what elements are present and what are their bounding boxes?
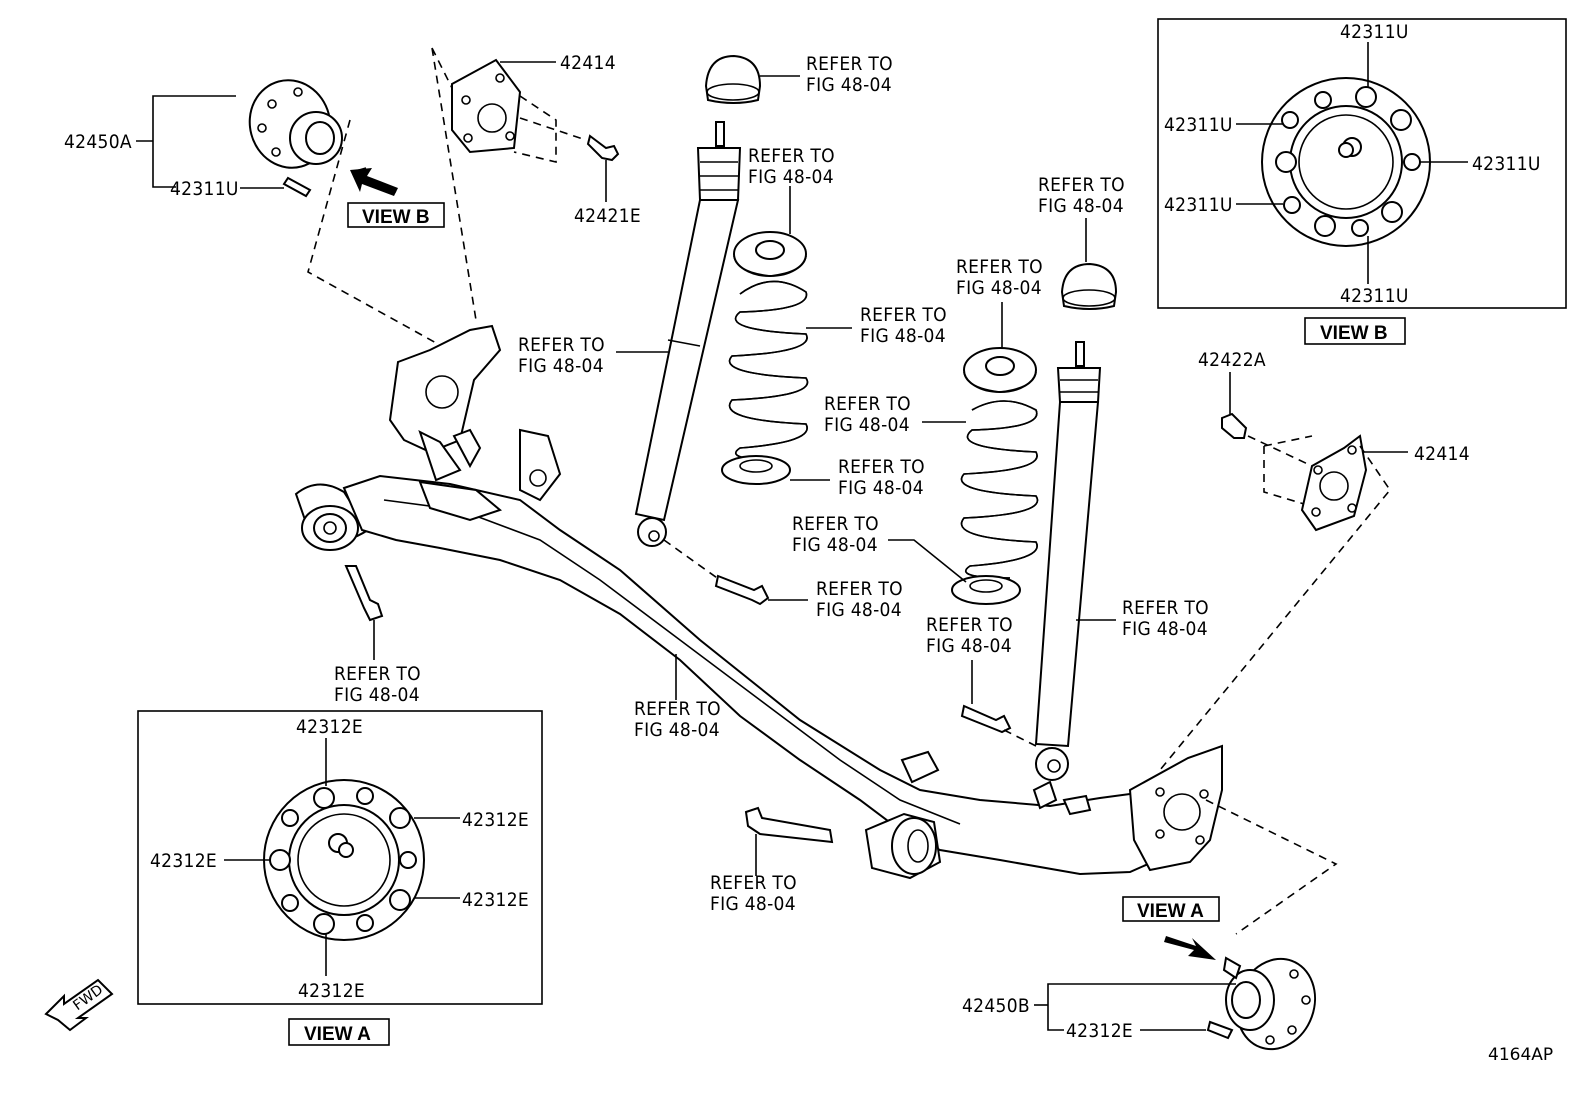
refer-label-shock-left-1: REFER TO xyxy=(518,334,605,356)
coil-spring-right xyxy=(960,400,1039,579)
refer-label-shock-right-1: REFER TO xyxy=(1122,597,1209,619)
view-b-frame xyxy=(1157,18,1567,309)
refer-label-seat-upper-left-1: REFER TO xyxy=(748,145,835,167)
part-label-42421e: 42421E xyxy=(574,205,641,227)
refer-label-bushing-bolt-left-1: REFER TO xyxy=(334,663,421,685)
refer-label-beam-1: REFER TO xyxy=(634,698,721,720)
bolt-hole xyxy=(1355,86,1377,108)
refer-label-insulator-left-1: REFER TO xyxy=(838,456,925,478)
view-a-frame xyxy=(137,710,543,1005)
view-a-tag: VIEW A xyxy=(1137,901,1204,922)
refer-label-spring-left-1: REFER TO xyxy=(860,304,947,326)
part-label-42450a: 42450A xyxy=(64,131,132,153)
shock-absorber-right xyxy=(1034,341,1102,781)
part-label-42422a: 42422A xyxy=(1198,349,1266,371)
refer-label-shock-bolt-right-2: FIG 48-04 xyxy=(926,635,1012,657)
view-a-inset: 42312E 42312E 42312E 42312E 42312E VIEW … xyxy=(137,710,543,1046)
refer-label-shock-bolt-left-1: REFER TO xyxy=(816,578,903,600)
refer-label-insulator-right-2: FIG 48-04 xyxy=(792,534,878,556)
part-label-42414-left: 42414 xyxy=(560,52,616,74)
refer-label-shock-bolt-right-1: REFER TO xyxy=(926,614,1013,636)
view-a-arrow-icon xyxy=(1164,936,1216,960)
refer-label-bushing-bolt-left-2: FIG 48-04 xyxy=(334,684,420,706)
refer-label-shock-left-2: FIG 48-04 xyxy=(518,355,604,377)
bolt-label-42312e-bottom: 42312E xyxy=(298,980,365,1002)
view-b-arrow-icon xyxy=(350,168,398,196)
refer-label-beam-2: FIG 48-04 xyxy=(634,719,720,741)
refer-label-seat-upper-right-2: FIG 48-04 xyxy=(956,277,1042,299)
refer-label-spring-left-2: FIG 48-04 xyxy=(860,325,946,347)
backing-plate-left xyxy=(451,58,522,154)
view-a-tag-box xyxy=(1122,896,1220,922)
coil-spring-left xyxy=(728,280,809,461)
view-b-caption-box xyxy=(1304,317,1406,345)
bolt-label-42311u-bottom: 42311U xyxy=(1340,285,1409,307)
bump-stop-right xyxy=(1060,262,1118,310)
refer-label-insulator-right-1: REFER TO xyxy=(792,513,879,535)
refer-label-bumpstop-right-2: FIG 48-04 xyxy=(1038,195,1124,217)
shock-absorber-left xyxy=(634,121,742,547)
view-b-tag-box xyxy=(347,202,445,228)
refer-label-spring-right-1: REFER TO xyxy=(824,393,911,415)
bolt-label-42311u-left-upper: 42311U xyxy=(1164,114,1233,136)
refer-label-bushing-bolt-right-1: REFER TO xyxy=(710,872,797,894)
spring-seat-upper-left xyxy=(733,231,807,277)
refer-label-bumpstop-right-1: REFER TO xyxy=(1038,174,1125,196)
refer-label-seat-upper-left-2: FIG 48-04 xyxy=(748,166,834,188)
bolt-icon xyxy=(344,565,384,622)
diagram-code: 4164AP xyxy=(1488,1045,1553,1065)
bolt-label-42312e-right-upper: 42312E xyxy=(462,809,529,831)
bolt-label-42312e-right-lower: 42312E xyxy=(462,889,529,911)
bolt-label-42312e-left: 42312E xyxy=(150,850,217,872)
bolt-label-42312e-top: 42312E xyxy=(296,716,363,738)
bolt-icon xyxy=(1221,412,1248,439)
hub-assembly-right xyxy=(1206,956,1317,1051)
refer-label-bumpstop-left-2: FIG 48-04 xyxy=(806,74,892,96)
refer-label-bumpstop-left-1: REFER TO xyxy=(806,53,893,75)
fwd-arrow-icon: FWD xyxy=(44,978,114,1032)
refer-label-seat-upper-right-1: REFER TO xyxy=(956,256,1043,278)
refer-label-insulator-left-2: FIG 48-04 xyxy=(838,477,924,499)
hub-assembly-left xyxy=(248,79,343,198)
refer-label-bushing-bolt-right-2: FIG 48-04 xyxy=(710,893,796,915)
bolt-label-42311u-right: 42311U xyxy=(1472,153,1541,175)
view-a-caption-box xyxy=(288,1018,390,1046)
refer-label-shock-right-2: FIG 48-04 xyxy=(1122,618,1208,640)
hub-face-view-a xyxy=(263,779,425,941)
torsion-beam-axle xyxy=(294,324,1223,880)
bolt-icon xyxy=(282,176,312,198)
view-b-caption: VIEW B xyxy=(1320,323,1388,344)
bolt-icon xyxy=(1206,1020,1234,1040)
part-label-42312e: 42312E xyxy=(1066,1020,1133,1042)
backing-plate-right xyxy=(1300,434,1368,532)
view-b-inset: 42311U 42311U 42311U 42311U 42311U VIEW … xyxy=(1157,18,1567,345)
part-label-42414-right: 42414 xyxy=(1414,443,1470,465)
bolt-icon xyxy=(586,134,620,162)
view-b-leader-dashes xyxy=(307,119,439,345)
bolt-icon xyxy=(744,806,834,844)
hub-face-view-b xyxy=(1261,77,1431,247)
bolt-label-42311u-top: 42311U xyxy=(1340,21,1409,43)
view-a-caption: VIEW A xyxy=(304,1024,371,1045)
refer-label-spring-right-2: FIG 48-04 xyxy=(824,414,910,436)
spring-insulator-lower-left xyxy=(721,455,791,485)
view-b-tag: VIEW B xyxy=(362,207,430,228)
refer-label-shock-bolt-left-2: FIG 48-04 xyxy=(816,599,902,621)
bolt-icon xyxy=(714,574,770,606)
bump-stop-left xyxy=(704,54,762,104)
part-label-42311u: 42311U xyxy=(170,178,239,200)
part-label-42450b: 42450B xyxy=(962,995,1030,1017)
bolt-icon xyxy=(960,704,1012,734)
spring-seat-upper-right xyxy=(963,347,1037,393)
spring-insulator-lower-right xyxy=(951,575,1021,605)
bolt-label-42311u-left-lower: 42311U xyxy=(1164,194,1233,216)
